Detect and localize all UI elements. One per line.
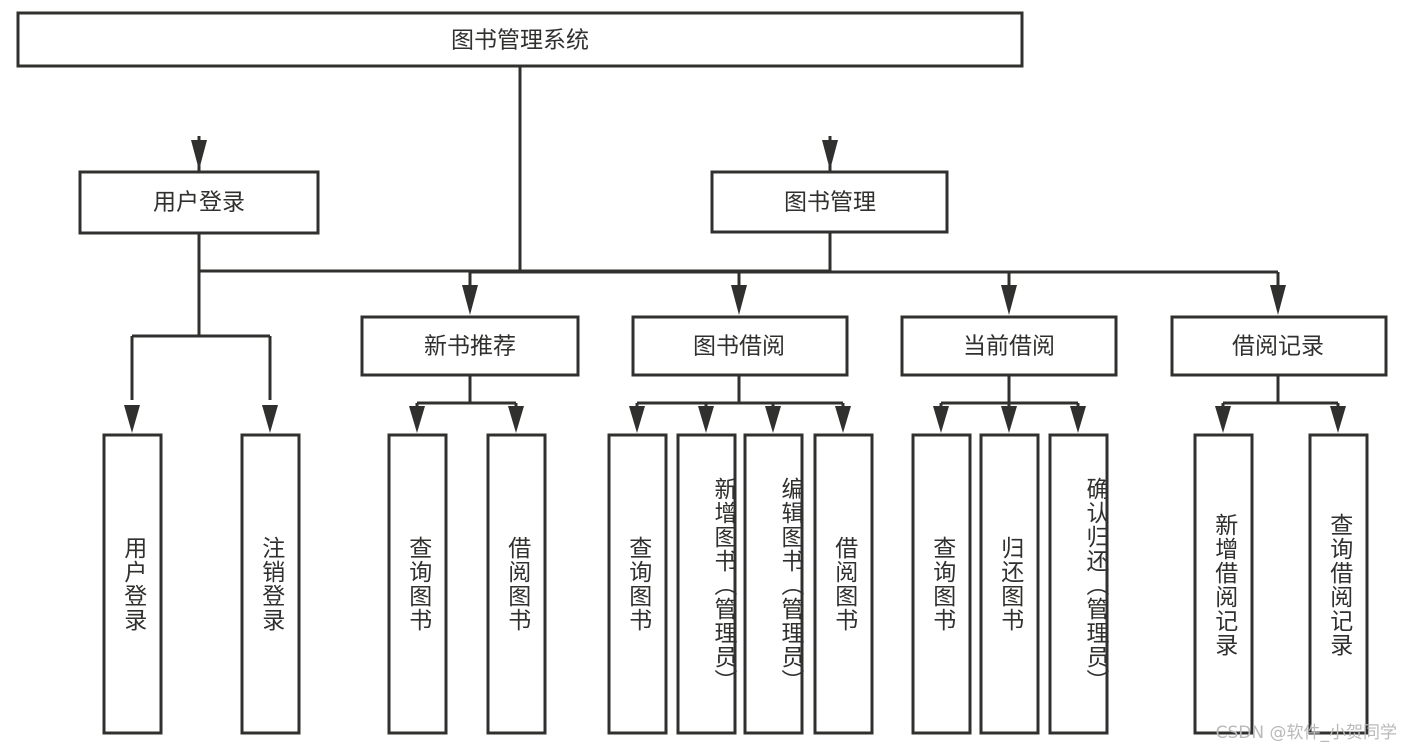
arrowhead-leaf-query-book-3 xyxy=(933,406,949,433)
arrowhead-leaf-borrow-book-2 xyxy=(835,406,851,433)
node-leaf-add-record-box[interactable] xyxy=(1193,433,1254,735)
node-borrow-record-box[interactable] xyxy=(1170,315,1388,377)
node-borrow-record[interactable]: 借阅记录 xyxy=(1170,315,1388,377)
node-user-login-box[interactable] xyxy=(78,170,320,235)
arrowhead-book-manage xyxy=(822,140,838,170)
arrowhead-leaf-edit-book xyxy=(765,406,781,433)
node-book-manage-label: 图书管理 xyxy=(784,190,876,216)
arrow-heads xyxy=(124,140,1346,433)
arrowhead-book-borrow xyxy=(731,285,747,315)
node-new-book-recommend-box[interactable] xyxy=(360,315,580,377)
node-current-borrow[interactable]: 当前借阅 xyxy=(900,315,1118,377)
node-leaf-user-login-box[interactable] xyxy=(102,433,163,735)
node-user-login[interactable]: 用户登录 xyxy=(78,170,320,235)
node-leaf-user-logout-box[interactable] xyxy=(240,433,301,735)
arrowhead-leaf-user-login xyxy=(124,405,140,433)
arrowhead-leaf-add-record xyxy=(1215,406,1231,433)
node-book-manage[interactable]: 图书管理 xyxy=(710,170,949,234)
arrowhead-current-borrow xyxy=(1001,285,1017,315)
arrowhead-leaf-borrow-book-1 xyxy=(508,406,524,433)
node-book-borrow[interactable]: 图书借阅 xyxy=(631,315,849,377)
arrowhead-leaf-query-record xyxy=(1330,406,1346,433)
node-leaf-query-book-1-box[interactable] xyxy=(387,433,448,735)
arrowhead-leaf-add-book xyxy=(698,406,714,433)
arrowhead-leaf-confirm-return xyxy=(1070,406,1086,433)
node-leaf-confirm-return-box[interactable] xyxy=(1048,433,1109,735)
arrowhead-new-book-recommend xyxy=(462,285,478,315)
node-new-book-recommend-label: 新书推荐 xyxy=(424,334,516,360)
node-book-borrow-box[interactable] xyxy=(631,315,849,377)
node-leaf-borrow-book-2-box[interactable] xyxy=(813,433,874,735)
arrowhead-leaf-query-book-1 xyxy=(409,406,425,433)
node-user-login-label: 用户登录 xyxy=(153,190,245,216)
arrowhead-borrow-record xyxy=(1270,285,1286,315)
node-leaf-query-record-box[interactable] xyxy=(1308,433,1369,735)
node-leaf-query-book-2-box[interactable] xyxy=(607,433,668,735)
node-leaf-edit-book-box[interactable] xyxy=(743,433,804,735)
node-book-borrow-label: 图书借阅 xyxy=(693,334,785,360)
arrowhead-leaf-user-logout xyxy=(262,405,278,433)
node-leaf-borrow-book-1-box[interactable] xyxy=(486,433,547,735)
node-leaf-add-book-box[interactable] xyxy=(676,433,737,735)
arrowhead-leaf-query-book-2 xyxy=(629,406,645,433)
node-borrow-record-label: 借阅记录 xyxy=(1232,334,1324,360)
csdn-watermark: CSDN @软件_小贺同学 xyxy=(1215,723,1397,743)
leaf-boxes xyxy=(102,433,1369,735)
node-leaf-return-book-box[interactable] xyxy=(979,433,1040,735)
node-root[interactable]: 图书管理系统 xyxy=(16,11,1024,68)
arrowhead-leaf-return-book xyxy=(1001,406,1017,433)
node-current-borrow-box[interactable] xyxy=(900,315,1118,377)
node-new-book-recommend[interactable]: 新书推荐 xyxy=(360,315,580,377)
node-book-manage-box[interactable] xyxy=(710,170,949,234)
node-root-label: 图书管理系统 xyxy=(451,28,589,54)
node-root-box[interactable] xyxy=(16,11,1024,68)
arrowhead-user-login xyxy=(191,140,207,170)
node-current-borrow-label: 当前借阅 xyxy=(963,334,1055,360)
node-leaf-query-book-3-box[interactable] xyxy=(911,433,972,735)
